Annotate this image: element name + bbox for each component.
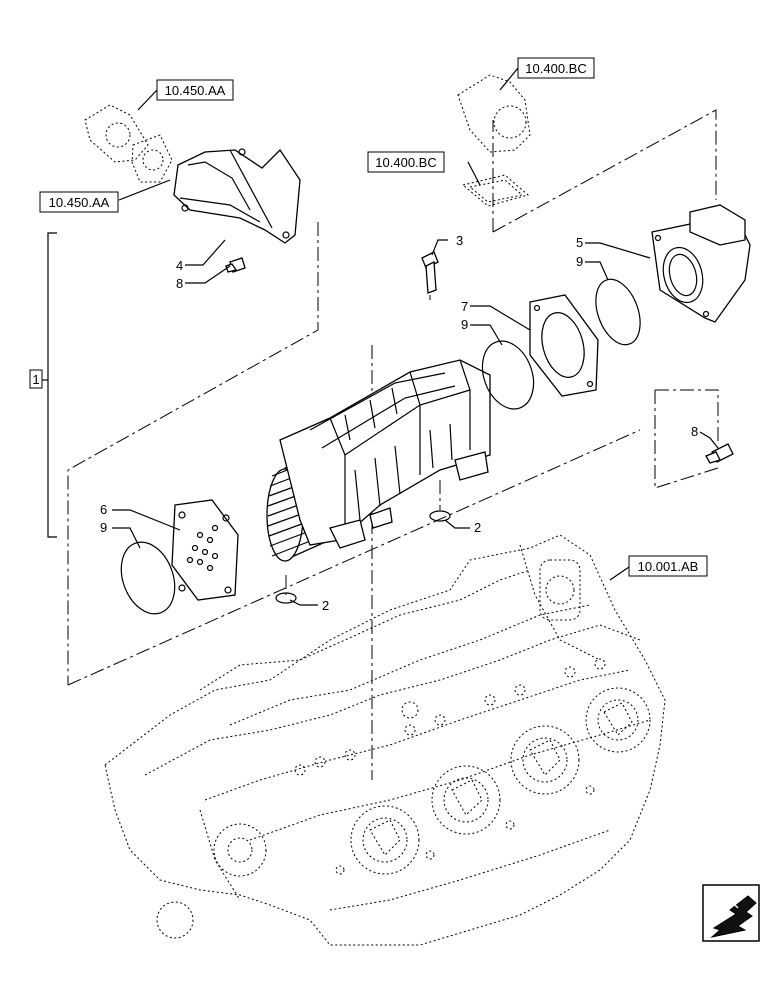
bolt-8-upper (225, 257, 246, 273)
bolt-8-right (705, 443, 734, 464)
callout-6: 6 (100, 502, 107, 517)
ref-box-10-001-ab[interactable]: 10.001.AB (628, 555, 708, 577)
callout-9-rear: 9 (576, 254, 583, 269)
ref-part-10-400-bc (457, 74, 531, 207)
gasket-7 (529, 294, 599, 397)
ref-part-10-450-aa (84, 104, 173, 183)
callout-7: 7 (461, 299, 468, 314)
ref-box-10-450-aa-upper[interactable]: 10.450.AA (156, 79, 234, 101)
o-ring-rear (595, 278, 641, 346)
ref-label-10-001-ab: 10.001.AB (638, 559, 699, 574)
ref-label-10-400-bc-lower: 10.400.BC (375, 155, 436, 170)
arrow-back-icon[interactable] (702, 884, 760, 942)
engine-block (104, 534, 666, 946)
callout-2-upper: 2 (474, 520, 481, 535)
seal-2-upper (429, 510, 451, 522)
callout-2-lower: 2 (322, 598, 329, 613)
ref-box-10-400-bc-upper[interactable]: 10.400.BC (517, 57, 595, 79)
seal-2-lower (275, 592, 297, 604)
o-ring-front (120, 541, 176, 615)
group-label: 1 (32, 372, 39, 387)
callout-3: 3 (456, 233, 463, 248)
ref-label-10-450-aa-upper: 10.450.AA (165, 83, 226, 98)
callout-9-middle: 9 (461, 317, 468, 332)
egr-cooler (266, 359, 491, 562)
flange-6 (171, 499, 239, 601)
outlet-elbow-5 (651, 204, 751, 323)
leader-lines (42, 67, 719, 606)
callout-numbers: 3 4 8 5 9 7 9 6 9 2 2 8 (100, 233, 698, 613)
inlet-elbow-4 (173, 148, 301, 244)
ref-label-10-450-aa-lower: 10.450.AA (49, 195, 110, 210)
bolt-3 (421, 251, 439, 294)
ref-label-10-400-bc-upper: 10.400.BC (525, 61, 586, 76)
callout-5: 5 (576, 235, 583, 250)
group-box-1[interactable]: 1 (29, 369, 43, 389)
callout-4: 4 (176, 258, 183, 273)
o-ring-middle (481, 340, 535, 410)
callout-8-right: 8 (691, 424, 698, 439)
ref-box-10-450-aa-lower[interactable]: 10.450.AA (39, 191, 119, 213)
callout-9-front: 9 (100, 520, 107, 535)
alignment-lines (67, 109, 719, 780)
ref-box-10-400-bc-lower[interactable]: 10.400.BC (367, 151, 445, 173)
callout-8-upper: 8 (176, 276, 183, 291)
